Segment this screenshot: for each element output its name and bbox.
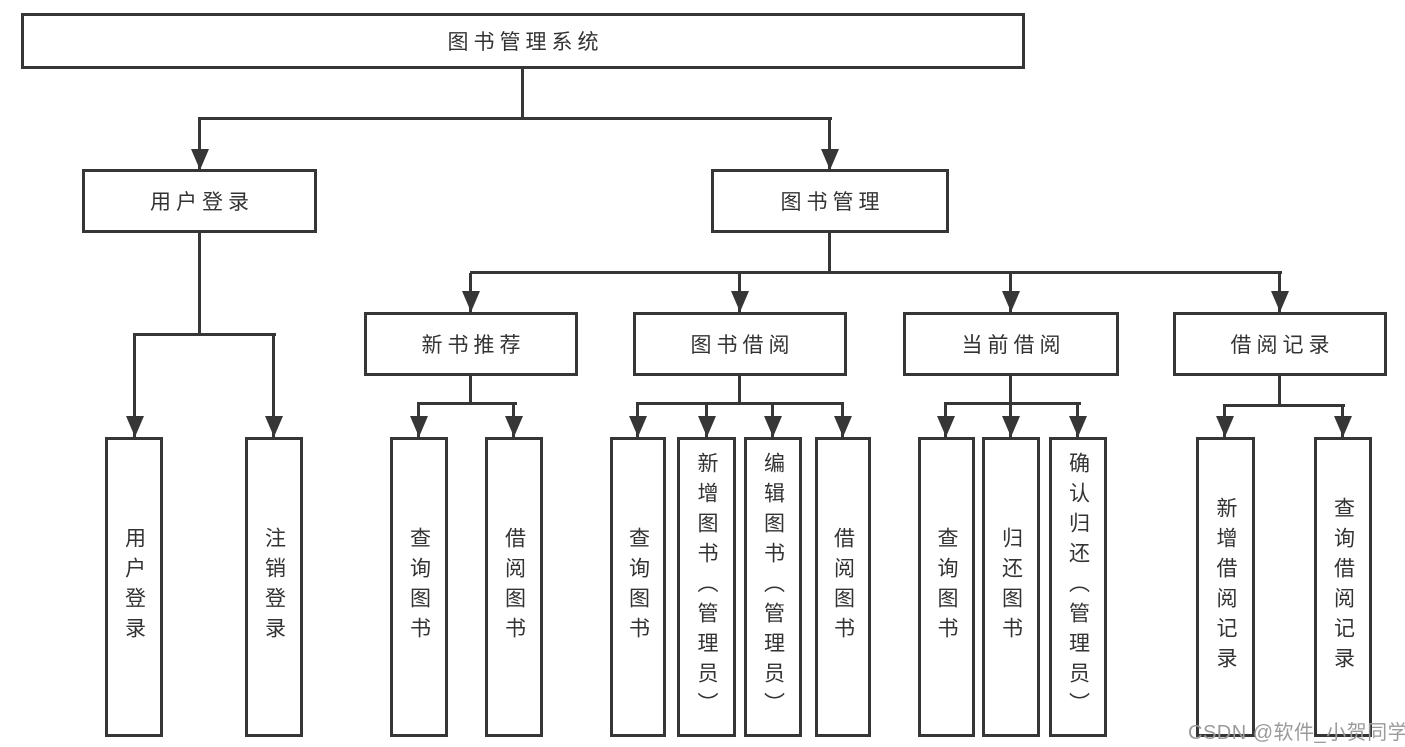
node-borrowing-records: 借阅记录 xyxy=(1173,312,1387,376)
leaf-bb-query-book: 查询图书 xyxy=(610,437,666,737)
node-book-management: 图书管理 xyxy=(711,169,949,233)
node-user-login: 用户登录 xyxy=(82,169,317,233)
connector-book-mgmt-branch xyxy=(470,271,1282,274)
connector-current-borrow-stem xyxy=(1009,376,1012,405)
connector-new-book-rec-branch xyxy=(417,402,517,405)
arrow-down-icon xyxy=(936,404,955,437)
connector-book-borrow-stem xyxy=(738,376,741,405)
connector-root-stem xyxy=(521,69,524,119)
arrow-down-icon xyxy=(833,404,852,437)
leaf-rec-query-book: 查询图书 xyxy=(390,437,448,737)
arrow-down-icon xyxy=(125,335,144,437)
arrow-down-icon xyxy=(1333,406,1352,437)
leaf-logout: 注销登录 xyxy=(245,437,303,737)
connector-book-borrow-branch xyxy=(636,402,844,405)
leaf-cb-return-book: 归还图书 xyxy=(982,437,1040,737)
connector-new-book-rec-stem xyxy=(469,376,472,405)
node-book-borrowing: 图书借阅 xyxy=(633,312,847,376)
arrow-down-icon xyxy=(1270,273,1289,312)
arrow-down-icon xyxy=(1001,273,1020,312)
arrow-down-icon xyxy=(1068,404,1087,437)
arrow-down-icon xyxy=(461,273,480,312)
connector-root-branch xyxy=(198,117,832,120)
leaf-br-add-record: 新增借阅记录 xyxy=(1196,437,1255,737)
arrow-down-icon xyxy=(409,404,428,437)
connector-borrow-records-stem xyxy=(1278,376,1281,407)
arrow-down-icon xyxy=(504,404,523,437)
arrow-down-icon xyxy=(264,335,283,437)
connector-current-borrow-branch xyxy=(944,402,1081,405)
connector-borrow-records-branch xyxy=(1223,404,1345,407)
leaf-cb-query-book: 查询图书 xyxy=(918,437,975,737)
arrow-down-icon xyxy=(730,273,749,312)
connector-user-login-stem xyxy=(198,233,201,336)
arrow-down-icon xyxy=(1001,404,1020,437)
csdn-watermark: CSDN @软件_小贺同学 xyxy=(1188,722,1405,744)
arrow-down-icon xyxy=(820,119,839,170)
leaf-bb-add-book-admin: 新增图书（管理员） xyxy=(677,437,736,737)
node-new-book-recommendation: 新书推荐 xyxy=(364,312,578,376)
arrow-down-icon xyxy=(763,404,782,437)
leaf-bb-edit-book-admin: 编辑图书（管理员） xyxy=(744,437,802,737)
leaf-user-login: 用户登录 xyxy=(105,437,163,737)
leaf-br-query-record: 查询借阅记录 xyxy=(1314,437,1372,737)
arrow-down-icon xyxy=(190,119,209,170)
arrow-down-icon xyxy=(1215,406,1234,437)
leaf-cb-confirm-return-admin: 确认归还（管理员） xyxy=(1049,437,1107,737)
arrow-down-icon xyxy=(628,404,647,437)
connector-user-login-branch xyxy=(133,333,276,336)
leaf-rec-borrow-book: 借阅图书 xyxy=(485,437,543,737)
arrow-down-icon xyxy=(697,404,716,437)
node-current-borrowing: 当前借阅 xyxy=(903,312,1119,376)
connector-book-mgmt-stem xyxy=(828,233,831,274)
node-library-management-system: 图书管理系统 xyxy=(21,13,1025,69)
leaf-bb-borrow-book: 借阅图书 xyxy=(815,437,871,737)
